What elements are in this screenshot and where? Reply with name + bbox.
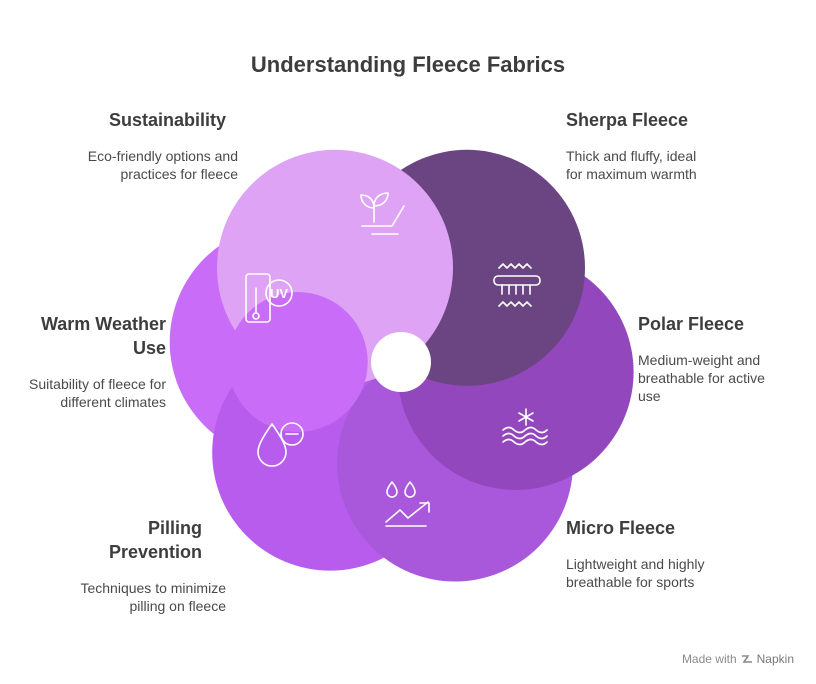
description-micro-fleece: Lightweight and highly breathable for sp… bbox=[566, 556, 705, 590]
heading-sherpa-fleece: Sherpa Fleece bbox=[566, 110, 689, 130]
description-sustainability: Eco-friendly options and practices for f… bbox=[87, 148, 238, 182]
description-warm-weather-use: Suitability of fleece for different clim… bbox=[29, 376, 166, 410]
center-hole bbox=[371, 332, 431, 392]
thermometer-uv-icon bbox=[245, 273, 293, 323]
heading-micro-fleece: Micro Fleece bbox=[566, 518, 676, 538]
description-sherpa-fleece: Thick and fluffy, ideal for maximum warm… bbox=[566, 148, 697, 182]
heading-pilling-prevention: Pilling Prevention bbox=[108, 518, 202, 562]
description-pilling-prevention: Techniques to minimize pilling on fleece bbox=[80, 580, 226, 614]
made-with-text: Made with bbox=[681, 652, 737, 666]
petal-warm-weather-use-overlap bbox=[227, 292, 368, 432]
uv-text: UV bbox=[270, 286, 288, 301]
drops-arrow-icon bbox=[385, 481, 430, 527]
heading-warm-weather-use: Warm Weather Use bbox=[40, 314, 166, 358]
page-title: Understanding Fleece Fabrics bbox=[250, 52, 566, 77]
footer: Made with Napkin bbox=[682, 652, 794, 666]
heading-polar-fleece: Polar Fleece bbox=[638, 314, 745, 334]
brand-text: Napkin bbox=[756, 652, 794, 666]
snowflake-waves-icon bbox=[502, 408, 548, 446]
napkin-logo-icon bbox=[741, 655, 752, 663]
plant-hand-icon bbox=[360, 192, 405, 235]
heading-sustainability: Sustainability bbox=[108, 110, 226, 130]
fluffy-fabric-icon bbox=[493, 263, 541, 307]
description-polar-fleece: Medium-weight and breathable for active … bbox=[638, 352, 765, 404]
drop-minus-icon bbox=[257, 422, 304, 467]
petals bbox=[169, 149, 634, 582]
